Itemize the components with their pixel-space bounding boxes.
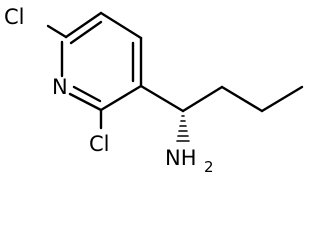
bond-c5-c4 [99, 11, 143, 40]
bond-c6-cl [46, 24, 68, 39]
bond-c6-c5-inner [69, 20, 103, 45]
chlorine-label-top: Cl [4, 5, 25, 29]
chemical-structure: Cl N Cl NH 2 [4, 5, 304, 176]
bond-c6-c5 [64, 11, 103, 39]
bond-c2-n-inner [72, 85, 102, 103]
hashed-wedge-bond [176, 115, 190, 142]
nitrogen-label-ring: N [52, 75, 68, 99]
pyridine-ring [60, 11, 143, 112]
bond-c2-n [68, 92, 103, 112]
chlorine-label-bottom: Cl [89, 132, 110, 156]
bond-chiral-ch2 [181, 85, 224, 113]
amine-label: NH [165, 146, 197, 170]
bond-c3-c2 [99, 84, 143, 112]
amine-h-subscript: 2 [204, 158, 214, 176]
bond-c3-chiral [139, 84, 185, 113]
bond-ch2-ch3 [260, 85, 304, 113]
bond-ch2-ch2 [220, 85, 264, 113]
